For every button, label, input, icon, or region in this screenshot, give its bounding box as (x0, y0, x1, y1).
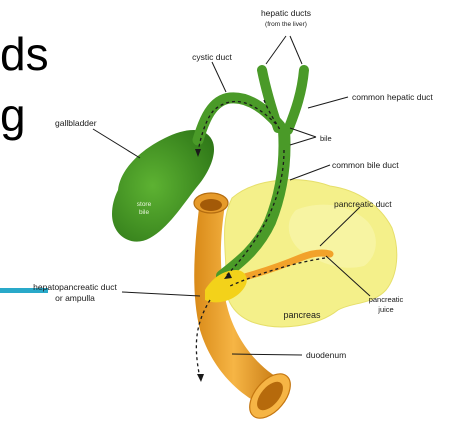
label-from-the-liver: (from the liver) (265, 21, 307, 28)
label-cystic-duct: cystic duct (192, 52, 232, 62)
label-duodenum: duodenum (306, 350, 346, 360)
label-hepatopancreatic-duct: hepatopancreatic duct (33, 282, 117, 292)
label-store: store (137, 201, 152, 208)
label-bile: bile (320, 134, 332, 143)
label-juice: juice (377, 305, 393, 314)
duodenum-top-lumen (200, 199, 222, 211)
label-gallbladder: gallbladder (55, 118, 97, 128)
label-store-bile: bile (139, 209, 150, 216)
label-common-bile-duct: common bile duct (332, 160, 399, 170)
label-pancreatic-duct: pancreatic duct (334, 199, 392, 209)
label-or-ampulla: or ampulla (55, 293, 95, 303)
label-pancreas: pancreas (283, 310, 321, 320)
label-hepatic-ducts: hepatic ducts (261, 8, 311, 18)
hepatic-duct-right (288, 70, 304, 130)
hepatic-duct-left (262, 70, 278, 128)
label-mixture: mixture (152, 323, 174, 330)
label-common-hepatic-duct: common hepatic duct (352, 92, 433, 102)
label-pancreatic: pancreatic (369, 295, 404, 304)
